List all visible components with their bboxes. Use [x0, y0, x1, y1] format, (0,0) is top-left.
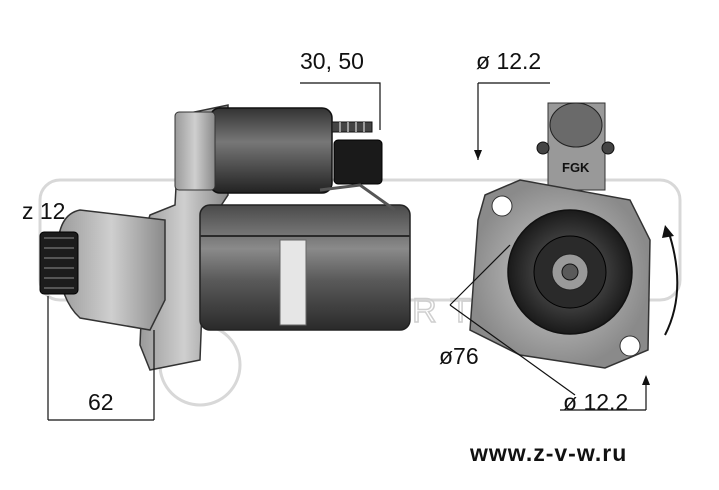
starter-side-view	[39, 82, 411, 421]
dimension-lines-end	[449, 82, 647, 411]
pinion-teeth-label: z 12	[22, 198, 66, 224]
hole-top-label: ø 12.2	[476, 48, 542, 74]
dimension-lines-side	[47, 82, 381, 421]
hole-bottom-label: ø 12.2	[563, 389, 629, 415]
website-link[interactable]: www.z-v-w.ru	[470, 440, 628, 466]
plug-marking: FGK	[562, 160, 590, 175]
flange-diameter-label: ø76	[439, 343, 479, 369]
terminal-dimension-label: 30, 50	[300, 48, 364, 74]
rotation-arrow-icon	[664, 229, 679, 336]
starter-end-view: FGK	[449, 82, 679, 411]
pinion-length-label: 62	[88, 389, 114, 415]
